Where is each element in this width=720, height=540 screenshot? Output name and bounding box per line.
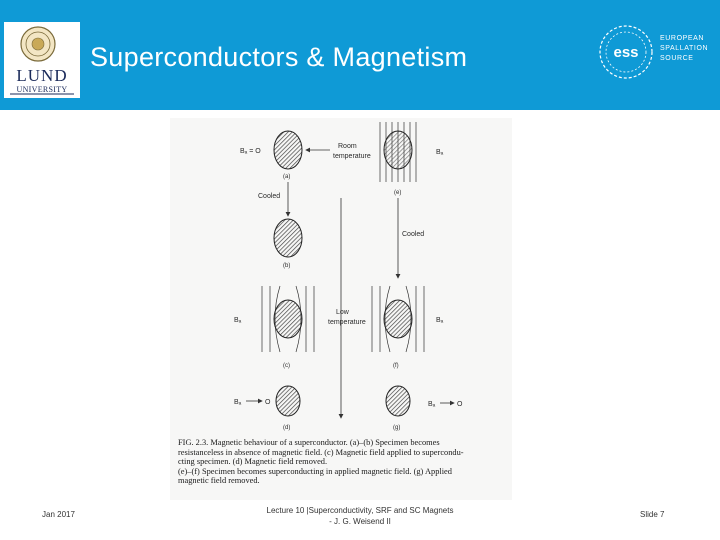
ess-mark-icon: ess	[599, 25, 653, 79]
label-ba-f: Bₐ	[436, 317, 444, 324]
specimen-g	[385, 385, 411, 417]
label-b: (b)	[283, 263, 290, 269]
caption-line-5: magnetic field removed.	[178, 476, 260, 486]
specimen-b	[273, 218, 303, 258]
svg-text:ess: ess	[613, 44, 638, 61]
footer-lecture-line-2: - J. G. Weisend II	[329, 517, 391, 526]
specimen-d	[275, 385, 301, 417]
label-ba-e: Bₐ	[436, 149, 444, 156]
label-d: (d)	[283, 425, 290, 431]
specimen-f	[383, 299, 413, 339]
footer-date: Jan 2017	[42, 510, 75, 519]
footer-lecture-line-1: Lecture 10 |Superconductivity, SRF and S…	[266, 506, 454, 515]
label-ba-d: Bₐ	[234, 399, 242, 406]
specimen-c	[273, 299, 303, 339]
field-lines-c	[261, 285, 315, 353]
label-f: (f)	[393, 363, 399, 369]
label-ba-zero: Bₐ = O	[240, 148, 261, 155]
label-g: (g)	[393, 425, 400, 431]
caption-line-1: FIG. 2.3. Magnetic behaviour of a superc…	[178, 438, 440, 447]
caption-line-3: cting specimen. (d) Magnetic field remov…	[178, 457, 328, 467]
lund-logo-subtitle: UNIVERSITY	[16, 85, 68, 94]
lund-logo-wordmark: LUND	[16, 66, 68, 85]
caption-line-2: resistanceless in absence of magnetic fi…	[178, 447, 464, 457]
field-lines-f	[371, 285, 425, 353]
ess-logo-line-3: SOURCE	[660, 55, 694, 62]
label-c: (c)	[283, 363, 290, 369]
label-cooled-right: Cooled	[402, 231, 424, 238]
ess-logo: ess EUROPEAN SPALLATION SOURCE	[596, 22, 716, 86]
label-a: (a)	[283, 174, 290, 180]
lund-seal-icon	[10, 26, 74, 95]
ess-logo-text: EUROPEAN SPALLATION SOURCE	[660, 34, 708, 64]
ess-logo-line-2: SPALLATION	[660, 45, 709, 52]
label-e: (e)	[394, 190, 401, 196]
figure-diagram: Bₐ = O (a) Room temperature Bₐ (e) Coole…	[234, 122, 463, 431]
lund-university-logo: LUND UNIVERSITY	[4, 22, 80, 98]
magnetic-behaviour-figure: Bₐ = O (a) Room temperature Bₐ (e) Coole…	[170, 118, 512, 500]
label-low-1: Low	[336, 309, 350, 316]
specimen-a	[273, 130, 303, 170]
label-ba-c: Bₐ	[234, 317, 242, 324]
footer-lecture-info: Lecture 10 |Superconductivity, SRF and S…	[240, 505, 480, 527]
label-cooled-left: Cooled	[258, 193, 280, 200]
slide-title: Superconductors & Magnetism	[90, 42, 468, 72]
label-zero-g: O	[457, 401, 463, 408]
specimen-e	[383, 130, 413, 170]
label-room-1: Room	[338, 143, 357, 150]
caption-line-4: (e)–(f) Specimen becomes superconducting…	[178, 466, 452, 476]
label-low-2: temperature	[328, 319, 366, 326]
ess-logo-line-1: EUROPEAN	[660, 35, 705, 42]
label-ba-g: Bₐ	[428, 401, 436, 408]
label-room-2: temperature	[333, 153, 371, 160]
label-zero-d: O	[265, 399, 271, 406]
footer-slide-number: Slide 7	[640, 510, 665, 519]
figure-caption: FIG. 2.3. Magnetic behaviour of a superc…	[178, 438, 504, 486]
slide-header: LUND UNIVERSITY Superconductors & Magnet…	[0, 0, 720, 110]
